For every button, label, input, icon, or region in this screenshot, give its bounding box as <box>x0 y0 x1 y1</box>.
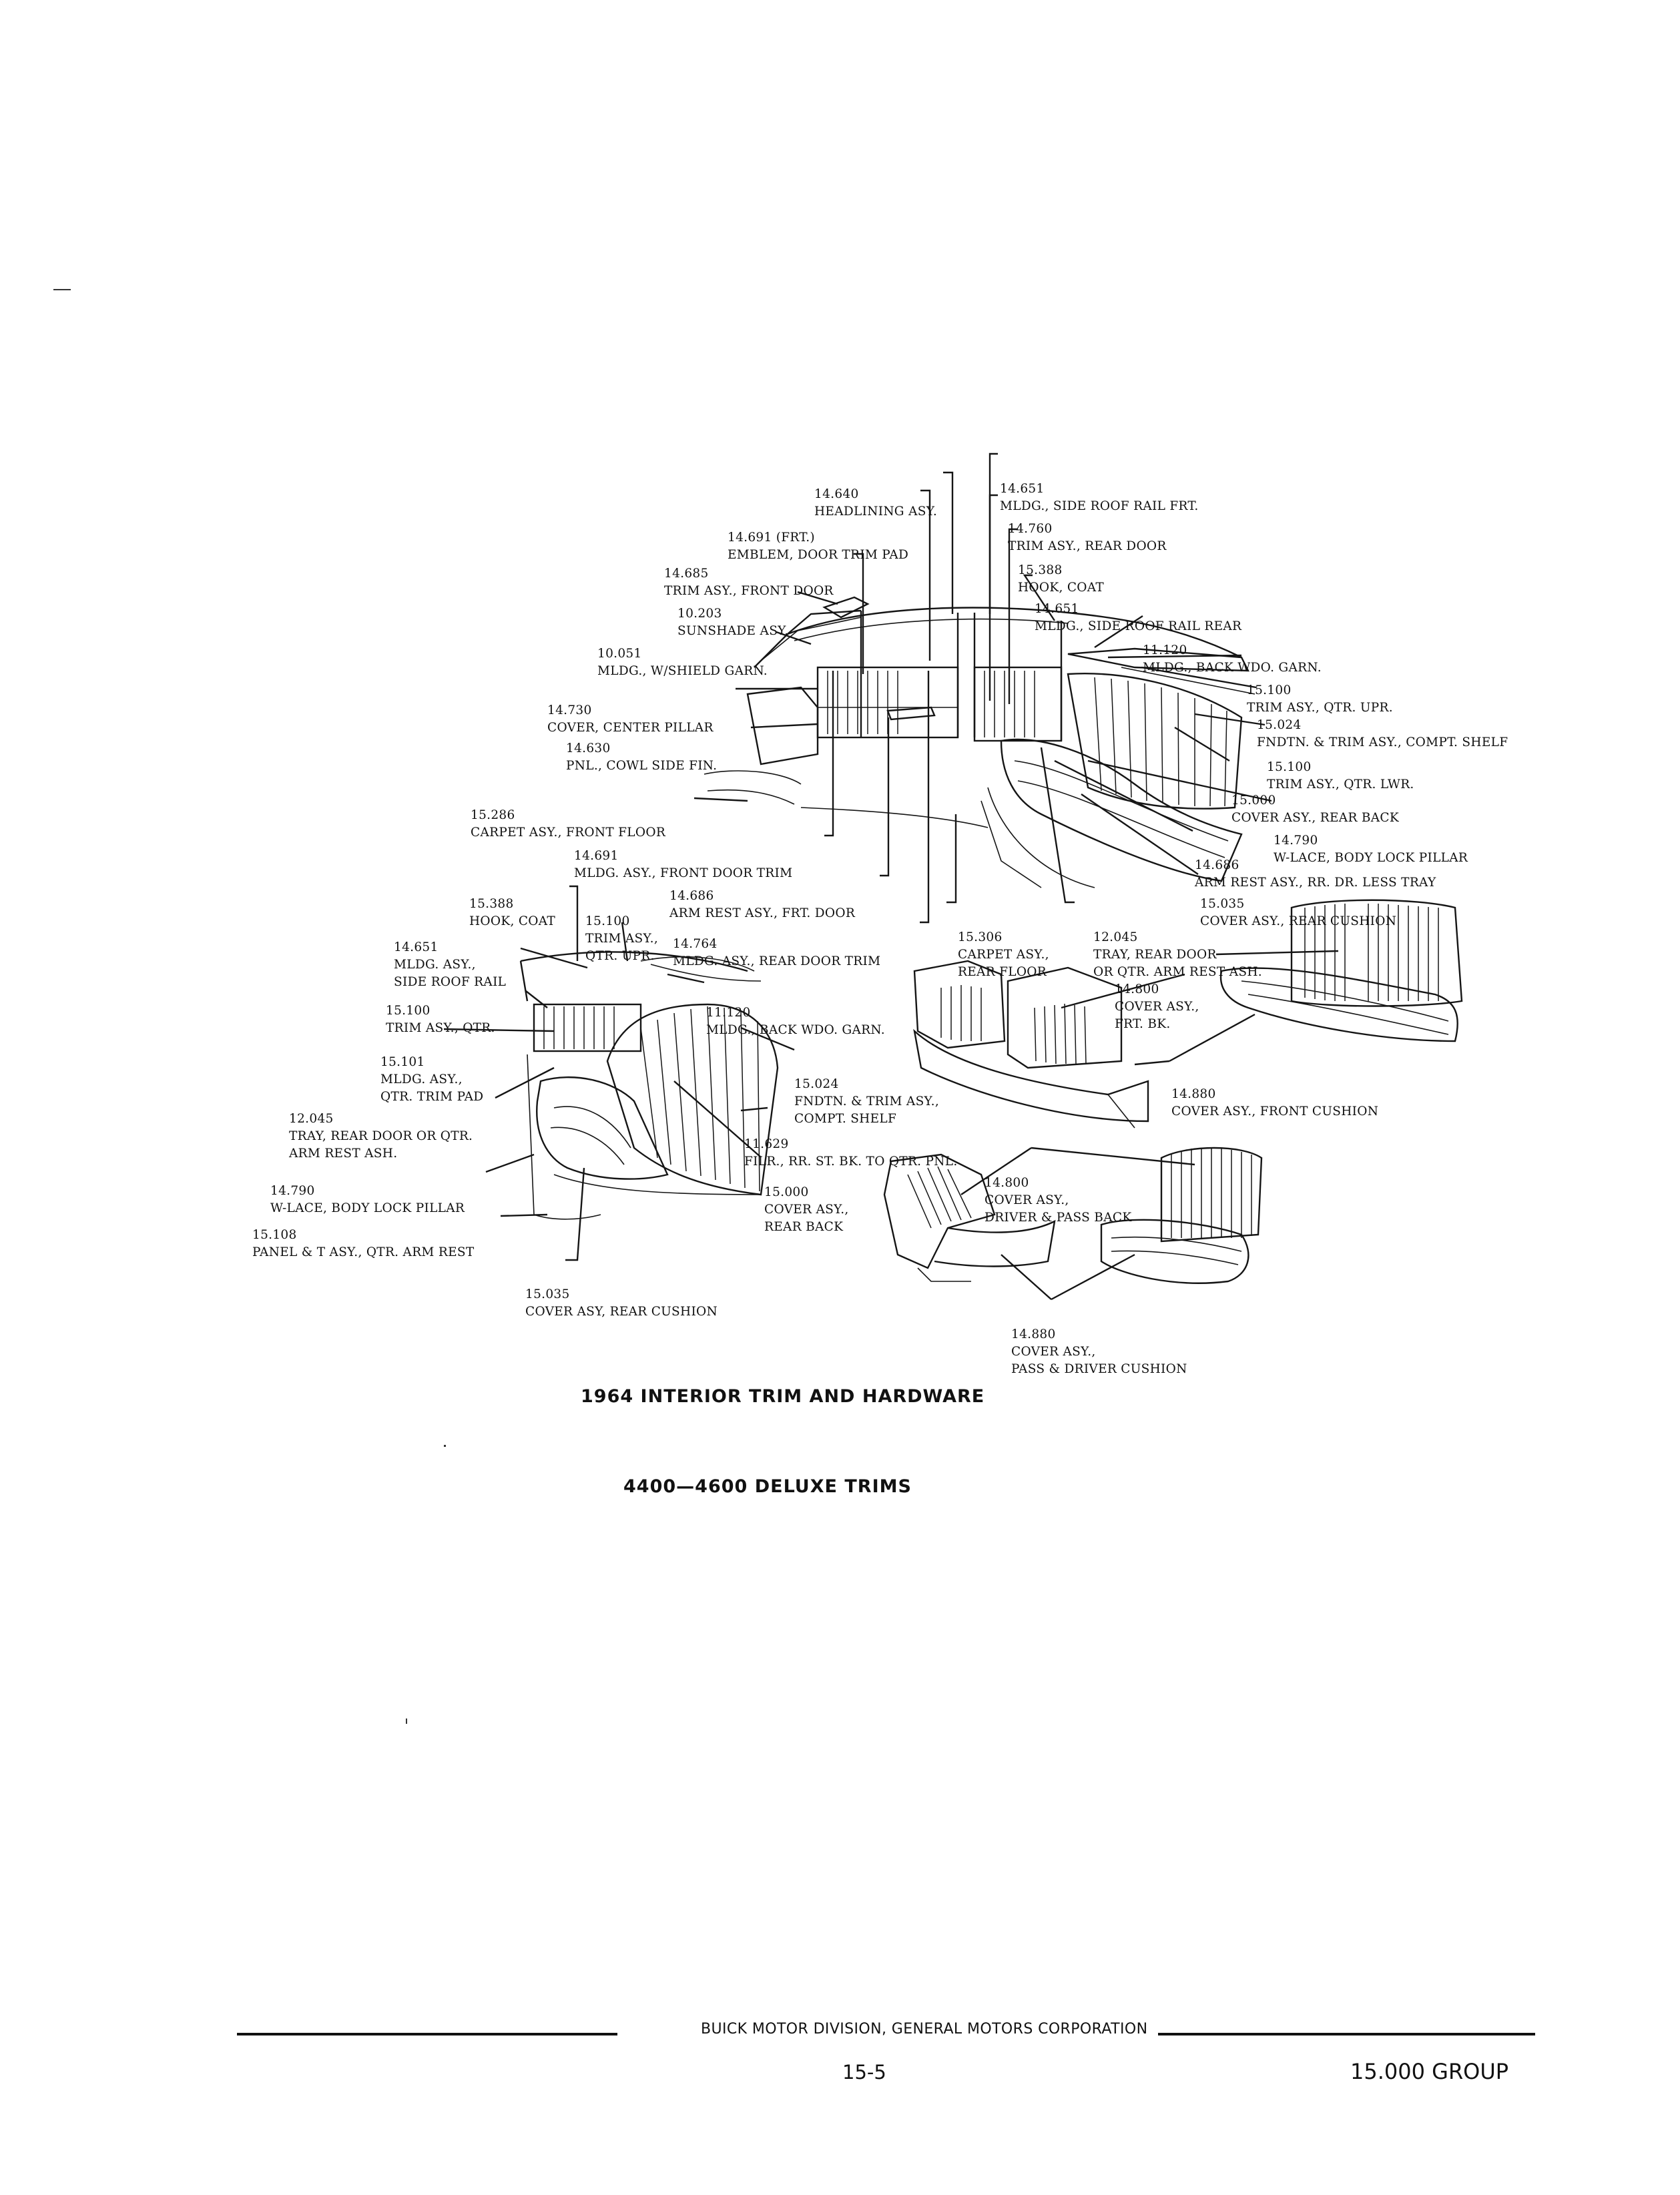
split-back-left-pleats <box>940 985 982 1041</box>
scan-mark <box>406 1718 407 1724</box>
quarter-interior-drawing <box>519 951 779 1220</box>
front-door-pleats <box>827 671 898 734</box>
footer-group: 15.000 GROUP <box>1350 2059 1509 2084</box>
caption-line-2: 4400—4600 DELUXE TRIMS <box>623 1476 912 1497</box>
callout-door-trim-emblem: 14.691 (FRT.)EMBLEM, DOOR TRIM PAD <box>728 531 909 562</box>
bench-back-pleats <box>1304 904 1439 1001</box>
bench-seat-drawing <box>913 899 1463 1129</box>
footer-rule-left <box>237 2033 617 2035</box>
scan-mark <box>53 289 71 290</box>
quarter-trim-pleats <box>543 1006 615 1049</box>
leader-lines-bench <box>1061 950 1339 1066</box>
leader-lines-buckets <box>960 1147 1195 1301</box>
footer-rule-right <box>1158 2033 1535 2035</box>
rear-door-pleats <box>984 671 1035 737</box>
left-bucket-pleats <box>907 1166 972 1229</box>
leader-lines-main <box>693 452 1272 924</box>
quarter-seat-back-pleats <box>640 1006 760 1192</box>
footer-division: BUICK MOTOR DIVISION, GENERAL MOTORS COR… <box>701 2021 1148 2037</box>
scan-mark <box>444 1445 446 1447</box>
split-back-right-pleats <box>1034 1003 1087 1064</box>
caption-line-1: 1964 INTERIOR TRIM AND HARDWARE <box>581 1386 985 1407</box>
right-bucket-pleats <box>1171 1148 1252 1238</box>
leader-lines-quarter <box>443 885 795 1261</box>
diagram-caption: 1964 INTERIOR TRIM AND HARDWARE 4400—460… <box>581 1321 985 1532</box>
footer-page-number: 15-5 <box>842 2061 886 2084</box>
